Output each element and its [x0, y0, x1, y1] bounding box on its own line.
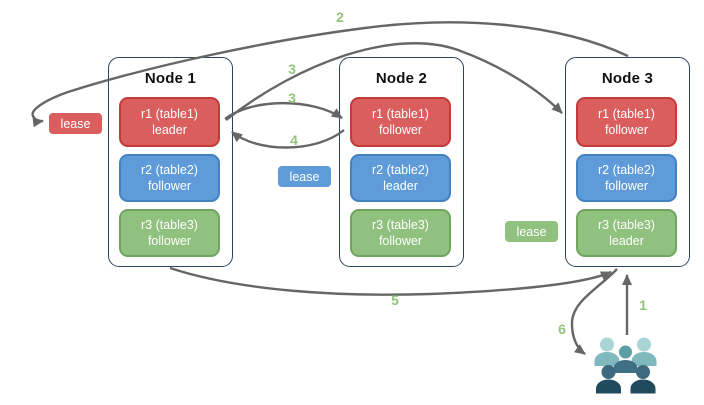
node-2-replica-r3: r3 (table3) follower — [350, 209, 451, 257]
node-2-replica-r2: r2 (table2) leader — [350, 154, 451, 202]
node-3-replica-r2: r2 (table2) follower — [576, 154, 677, 202]
replica-range-label: r3 (table3) — [141, 218, 198, 232]
node-2-title: Node 2 — [375, 70, 428, 87]
arrow-step-5-node1-to-node3 — [169, 266, 612, 296]
step-label-2: 2 — [336, 9, 344, 25]
step-label-1: 1 — [639, 297, 647, 313]
replica-role-label: follower — [147, 179, 192, 193]
arrow-step-6-node3-to-users — [570, 268, 618, 355]
step-label-4: 4 — [290, 132, 298, 148]
replica-range-label: r1 (table1) — [598, 107, 655, 121]
replica-role-label: follower — [378, 123, 423, 137]
replica-range-label: r3 (table3) — [372, 218, 429, 232]
replica-range-label: r1 (table1) — [141, 107, 198, 121]
step-label-3a: 3 — [288, 61, 296, 77]
node-1-replica-r1: r1 (table1) leader — [119, 97, 220, 147]
node-3-title: Node 3 — [601, 70, 654, 87]
replica-range-label: r2 (table2) — [372, 163, 429, 177]
lease-badge-table1: lease — [48, 112, 103, 135]
replica-role-label: leader — [609, 234, 644, 248]
node-1-replica-r3: r3 (table3) follower — [119, 209, 220, 257]
lease-badge-table2: lease — [277, 165, 332, 188]
step-label-5: 5 — [391, 292, 399, 308]
node-1: Node 1 r1 (table1) leader r2 (table2) fo… — [108, 57, 233, 267]
replica-role-label: follower — [604, 123, 649, 137]
lease-badge-table3: lease — [504, 220, 559, 243]
replica-range-label: r2 (table2) — [598, 163, 655, 177]
node-2-replica-r1: r1 (table1) follower — [350, 97, 451, 147]
replica-role-label: follower — [378, 234, 423, 248]
replica-role-label: follower — [604, 179, 649, 193]
replica-range-label: r3 (table3) — [598, 218, 655, 232]
replica-role-label: leader — [152, 123, 187, 137]
node-1-title: Node 1 — [144, 70, 197, 87]
replica-range-label: r2 (table2) — [141, 163, 198, 177]
node-3-replica-r1: r1 (table1) follower — [576, 97, 677, 147]
step-label-6: 6 — [558, 321, 566, 337]
replica-role-label: follower — [147, 234, 192, 248]
arrow-step-3-leader-to-node2 — [224, 101, 343, 120]
node-1-replica-r2: r2 (table2) follower — [119, 154, 220, 202]
step-label-3b: 3 — [288, 90, 296, 106]
replica-role-label: leader — [383, 179, 418, 193]
replica-range-label: r1 (table1) — [372, 107, 429, 121]
node-2: Node 2 r1 (table1) follower r2 (table2) … — [339, 57, 464, 267]
users-group-icon — [594, 337, 657, 394]
node-3-replica-r3: r3 (table3) leader — [576, 209, 677, 257]
node-3: Node 3 r1 (table1) follower r2 (table2) … — [565, 57, 690, 267]
